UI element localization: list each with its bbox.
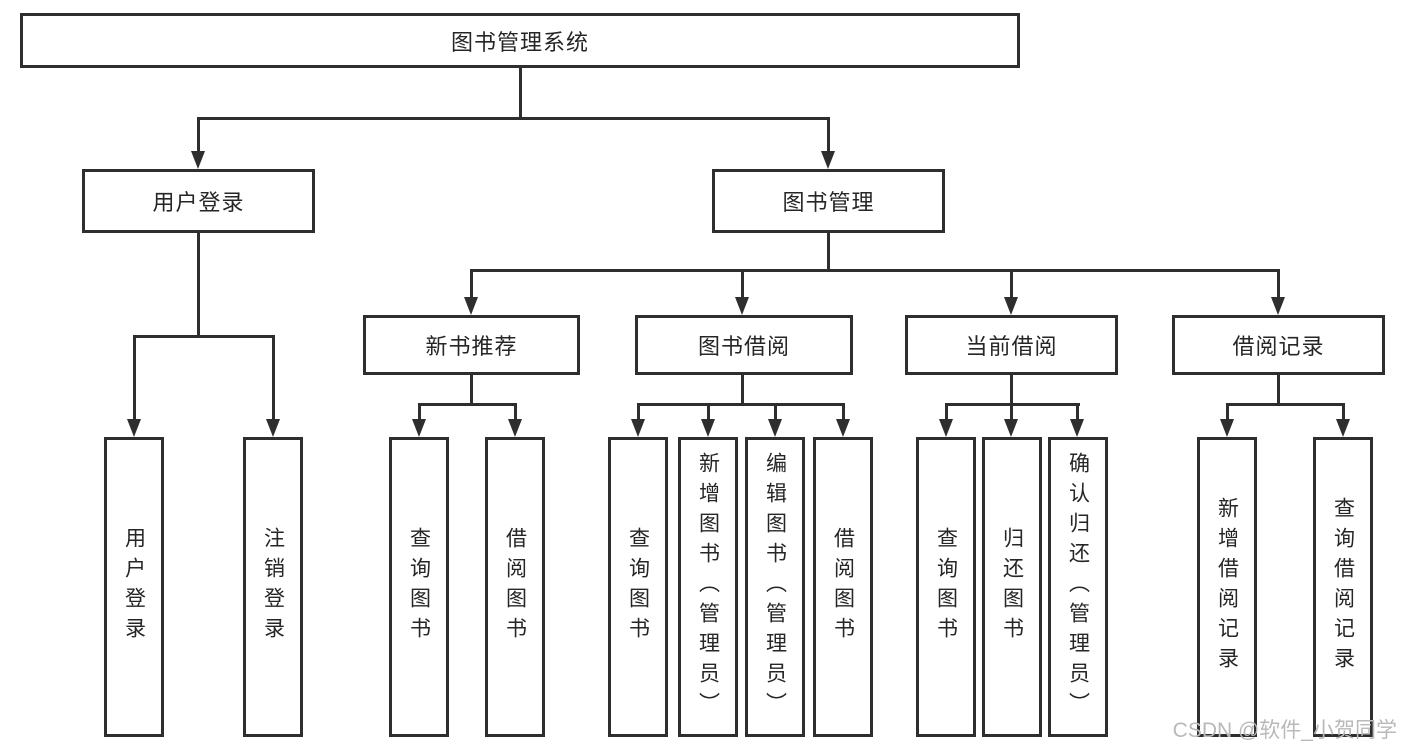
- arrowhead-icon: [1220, 419, 1234, 437]
- watermark-text: CSDN @软件_小贺同学: [1172, 719, 1397, 742]
- arrowhead-icon: [836, 419, 850, 437]
- connector-bookmgmt-drop2: [741, 269, 744, 299]
- arrowhead-icon: [266, 419, 280, 437]
- node-borrow-records-label: 借阅记录: [1232, 334, 1325, 359]
- leaf-records-query: 查询借阅记录: [1313, 437, 1373, 737]
- leaf-label: 借阅图书: [503, 527, 527, 647]
- connector-records-vline: [1277, 375, 1280, 405]
- connector-borrow-vline: [741, 375, 744, 405]
- connector-borrow-drop4: [842, 403, 845, 421]
- node-book-borrow-label: 图书借阅: [697, 334, 790, 359]
- leaf-label: 借阅图书: [831, 527, 855, 647]
- arrowhead-icon: [1336, 419, 1350, 437]
- connector-userlogin-vline: [197, 233, 200, 337]
- connector-borrow-hline: [637, 403, 844, 406]
- node-root: 图书管理系统: [20, 13, 1020, 68]
- connector-userlogin-drop1: [133, 335, 136, 420]
- node-book-mgmt: 图书管理: [712, 169, 945, 233]
- leaf-user-login: 用户登录: [104, 437, 164, 737]
- node-book-borrow: 图书借阅: [635, 315, 853, 375]
- arrowhead-icon: [939, 419, 953, 437]
- connector-root-drop-left: [197, 117, 200, 152]
- arrowhead-icon: [508, 419, 522, 437]
- arrowhead-icon: [1070, 419, 1084, 437]
- leaf-borrow-query: 查询图书: [608, 437, 668, 737]
- connector-bookmgmt-vline: [827, 233, 830, 271]
- leaf-borrow-edit-admin: 编辑图书（管理员）: [745, 437, 805, 737]
- leaf-label: 新增借阅记录: [1215, 497, 1239, 677]
- connector-newbook-drop1: [418, 403, 421, 421]
- arrowhead-icon: [1004, 297, 1018, 315]
- node-current-borrow: 当前借阅: [905, 315, 1118, 375]
- node-new-book-rec-label: 新书推荐: [425, 334, 518, 359]
- node-book-mgmt-label: 图书管理: [782, 190, 875, 215]
- leaf-records-add: 新增借阅记录: [1197, 437, 1257, 737]
- connector-root-vline: [519, 68, 522, 119]
- arrowhead-icon: [768, 419, 782, 437]
- node-user-login-label: 用户登录: [152, 190, 245, 215]
- leaf-label: 归还图书: [1000, 527, 1024, 647]
- leaf-label: 编辑图书（管理员）: [763, 452, 787, 722]
- connector-root-drop-right: [827, 117, 830, 152]
- connector-current-drop1: [945, 403, 948, 421]
- connector-current-drop3: [1076, 403, 1079, 421]
- node-user-login: 用户登录: [82, 169, 315, 233]
- arrowhead-icon: [1004, 419, 1018, 437]
- node-current-borrow-label: 当前借阅: [965, 334, 1058, 359]
- leaf-borrow-add-admin: 新增图书（管理员）: [678, 437, 738, 737]
- node-root-label: 图书管理系统: [450, 29, 589, 55]
- leaf-label: 确认归还（管理员）: [1066, 452, 1090, 722]
- arrowhead-icon: [735, 297, 749, 315]
- leaf-label: 用户登录: [122, 527, 146, 647]
- node-new-book-rec: 新书推荐: [363, 315, 580, 375]
- leaf-label: 查询借阅记录: [1331, 497, 1355, 677]
- arrowhead-icon: [1271, 297, 1285, 315]
- connector-newbook-hline: [418, 403, 517, 406]
- arrowhead-icon: [191, 151, 205, 169]
- leaf-borrow-borrow: 借阅图书: [813, 437, 873, 737]
- connector-newbook-drop2: [514, 403, 517, 421]
- node-borrow-records: 借阅记录: [1172, 315, 1385, 375]
- connector-records-hline: [1226, 403, 1345, 406]
- leaf-label: 查询图书: [407, 527, 431, 647]
- arrowhead-icon: [412, 419, 426, 437]
- leaf-label: 查询图书: [934, 527, 958, 647]
- leaf-current-return: 归还图书: [982, 437, 1042, 737]
- connector-records-drop1: [1226, 403, 1229, 421]
- connector-newbook-vline: [470, 375, 473, 405]
- connector-borrow-drop3: [774, 403, 777, 421]
- connector-bookmgmt-hline: [470, 269, 1280, 272]
- arrowhead-icon: [631, 419, 645, 437]
- leaf-newbook-query: 查询图书: [389, 437, 449, 737]
- leaf-label: 注销登录: [261, 527, 285, 647]
- arrowhead-icon: [464, 297, 478, 315]
- connector-bookmgmt-drop1: [470, 269, 473, 299]
- connector-current-vline: [1010, 375, 1013, 405]
- leaf-label: 新增图书（管理员）: [696, 452, 720, 722]
- leaf-current-query: 查询图书: [916, 437, 976, 737]
- arrowhead-icon: [701, 419, 715, 437]
- connector-borrow-drop2: [707, 403, 710, 421]
- arrowhead-icon: [821, 151, 835, 169]
- leaf-current-confirm-admin: 确认归还（管理员）: [1048, 437, 1108, 737]
- connector-userlogin-drop2: [272, 335, 275, 420]
- connector-root-hline: [197, 117, 830, 120]
- connector-records-drop2: [1342, 403, 1345, 421]
- leaf-logout: 注销登录: [243, 437, 303, 737]
- leaf-label: 查询图书: [626, 527, 650, 647]
- connector-userlogin-hline: [133, 335, 275, 338]
- arrowhead-icon: [127, 419, 141, 437]
- connector-borrow-drop1: [637, 403, 640, 421]
- connector-current-drop2: [1010, 403, 1013, 421]
- leaf-newbook-borrow: 借阅图书: [485, 437, 545, 737]
- connector-bookmgmt-drop3: [1010, 269, 1013, 299]
- connector-bookmgmt-drop4: [1277, 269, 1280, 299]
